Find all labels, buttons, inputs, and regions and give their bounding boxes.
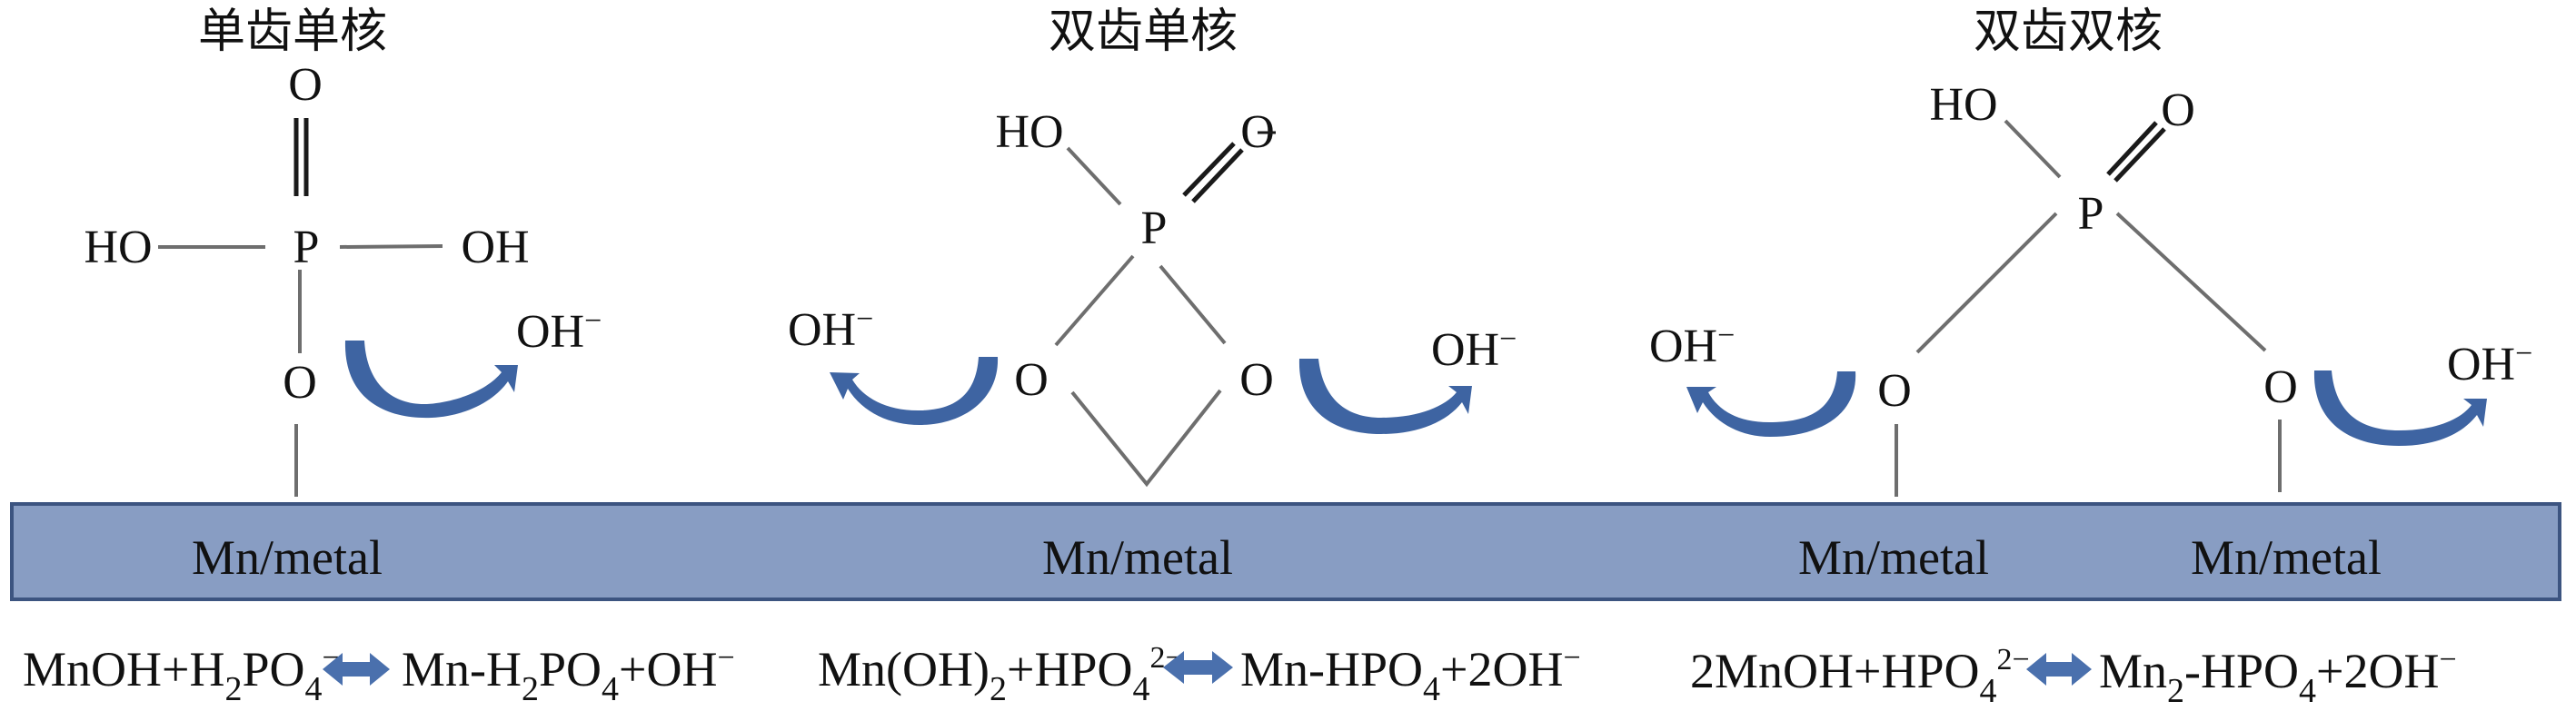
equilibrium-arrow-icon [2026, 653, 2092, 686]
curved-arrow-icon [344, 341, 518, 419]
atom-oxygen-right: O [2263, 361, 2298, 413]
panel-monodentate-mononuclear: 单齿单核 O HO P OH O OH− Mn/metal [84, 6, 602, 585]
released-hydroxide: OH− [1649, 319, 1735, 372]
equation-text: +2OH [1440, 642, 1563, 696]
equation-text: +OH [619, 642, 717, 696]
equation-subscript: 2 [224, 670, 242, 708]
single-bond [1054, 254, 1135, 347]
equation-text: Mn-H [402, 642, 522, 696]
atom-oxygen-right: O [1239, 354, 1274, 406]
equation-text: Mn [2099, 644, 2167, 698]
curved-arrow-icon [2313, 370, 2487, 446]
equation-superscript: − [2439, 643, 2456, 677]
equation-superscript: − [717, 641, 734, 675]
metal-label: Mn/metal [1798, 530, 1989, 585]
curved-arrow-icon [1686, 371, 1856, 437]
equation-text: -HPO [2184, 644, 2299, 698]
equation-3-reactants: 2MnOH+HPO42− [1690, 643, 2030, 710]
panel-title: 单齿单核 [198, 6, 387, 58]
equation-2-reactants: Mn(OH)2+HPO42− [818, 641, 1183, 708]
group-hydroxyl-right: OH [461, 222, 529, 273]
atom-oxygen-left: O [1877, 365, 1912, 417]
panel-bidentate-mononuclear: 双齿单核 HO O P O O OH− OH− Mn/metal [788, 6, 1517, 585]
equation-superscript: 2− [1997, 643, 2030, 677]
single-bond [339, 244, 443, 249]
equation-subscript: 2 [990, 670, 1007, 708]
double-bond-line [2114, 127, 2166, 183]
atom-oxygen-double: O [288, 59, 323, 111]
double-bond-line [2106, 121, 2158, 176]
equation-subscript: 4 [1132, 670, 1149, 708]
equation-text: +HPO [1007, 642, 1132, 696]
double-bond-line [1191, 148, 1244, 203]
equation-text: PO [242, 642, 304, 696]
surface-bonds-v [1070, 389, 1222, 488]
equation-subscript: 2 [522, 670, 539, 708]
panel-title: 双齿单核 [1049, 6, 1238, 58]
equation-text: PO [539, 642, 602, 696]
panel-title: 双齿双核 [1974, 6, 2163, 58]
equation-subscript: 4 [1980, 672, 1997, 710]
equation-3-products: Mn2-HPO4+2OH− [2099, 643, 2457, 710]
single-bond [2004, 119, 2062, 179]
single-bond [1915, 212, 2058, 354]
metal-surface-band [10, 502, 2561, 601]
equation-subscript: 4 [1423, 670, 1440, 708]
equation-text: Mn-HPO [1240, 642, 1423, 696]
atom-oxygen-double: O [2161, 84, 2195, 136]
group-hydroxyl-left: HO [84, 222, 152, 273]
panel-bidentate-binuclear: 双齿双核 HO O P O O OH− OH− Mn/metal Mn/meta… [1649, 6, 2532, 585]
single-bond [1066, 146, 1122, 206]
released-hydroxide: OH− [788, 302, 873, 356]
equation-subscript: 4 [2299, 672, 2316, 710]
equilibrium-arrow-icon [323, 653, 390, 686]
metal-label: Mn/metal [1042, 530, 1233, 585]
equation-2-products: Mn-HPO4+2OH− [1240, 641, 1581, 708]
atom-oxygen-left: O [1014, 354, 1049, 406]
equation-text: Mn(OH) [818, 642, 990, 696]
double-bond-line [1182, 142, 1236, 197]
single-bond [2115, 212, 2267, 352]
atom-phosphorus: P [2078, 188, 2104, 240]
equation-subscript: 4 [305, 670, 323, 708]
released-hydroxide: OH− [2447, 337, 2532, 390]
atom-phosphorus: P [293, 222, 320, 273]
released-hydroxide: OH− [516, 304, 602, 358]
group-hydroxyl: HO [1929, 79, 1997, 131]
equation-1-products: Mn-H2PO4+OH− [402, 641, 735, 708]
metal-label: Mn/metal [2191, 530, 2382, 585]
equation-text: 2MnOH+HPO [1690, 644, 1980, 698]
equation-superscript: − [1563, 641, 1580, 675]
curved-arrow-icon [830, 357, 999, 425]
curved-arrow-icon [1298, 359, 1472, 434]
single-bond [1159, 264, 1227, 345]
equilibrium-arrow-icon [1163, 651, 1233, 684]
equation-1-reactants: MnOH+H2PO4− [23, 641, 340, 708]
metal-label: Mn/metal [192, 530, 383, 585]
equation-subscript: 2 [2167, 672, 2184, 710]
group-hydroxyl: HO [995, 106, 1063, 158]
atom-phosphorus: P [1141, 202, 1168, 254]
equation-text: +2OH [2316, 644, 2439, 698]
equation-subscript: 4 [602, 670, 619, 708]
equation-text: MnOH+H [23, 642, 224, 696]
released-hydroxide: OH− [1431, 322, 1517, 376]
atom-oxygen-bridge: O [283, 357, 317, 409]
